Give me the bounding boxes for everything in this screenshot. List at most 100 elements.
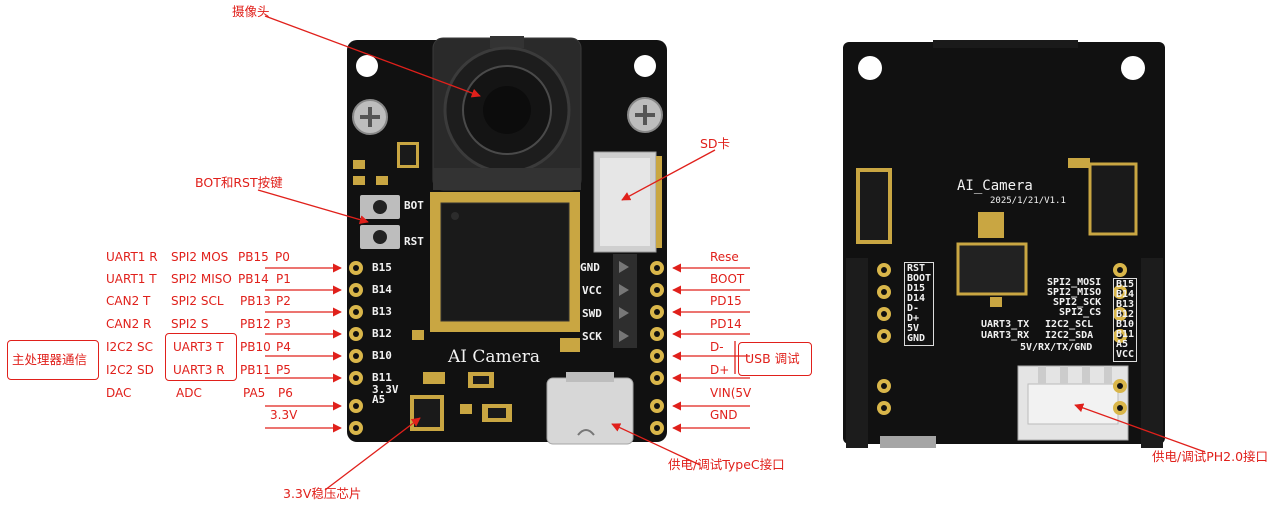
left-func1: DAC: [106, 386, 132, 400]
front-left-pin-hole: [353, 265, 359, 271]
silk-left: 3.3V: [372, 383, 399, 396]
left-pin: P5: [276, 363, 291, 377]
left-port: PB11: [240, 363, 271, 377]
front-right-pin-hole: [654, 403, 660, 409]
left-port: PA5: [243, 386, 266, 400]
ph20-connector: [1017, 365, 1129, 441]
front-left-pin-hole: [353, 403, 359, 409]
left-func2: SPI2 MISO: [171, 272, 232, 286]
front-left-pin-hole: [353, 353, 359, 359]
back-right-pin-hole: [1117, 267, 1123, 273]
back-right-silk: VCC: [1116, 349, 1135, 360]
back-left-silk-box: RST BOOT D15 D14 D- D+ 5V GND: [904, 262, 935, 346]
camera-callout: 摄像头: [232, 4, 270, 19]
left-pin: P1: [276, 272, 291, 286]
back-left-pin-hole: [881, 405, 887, 411]
rst-button: [360, 225, 400, 249]
left-func1: CAN2 T: [106, 294, 151, 308]
right-pin: BOOT: [710, 272, 745, 286]
left-func1: UART1 R: [106, 250, 158, 264]
right-pin: D-: [710, 340, 724, 354]
back-right-pin-hole: [1117, 289, 1123, 295]
back-right-pin-pads: [1113, 263, 1127, 415]
back-i2c-sda: I2C2_SDA: [1045, 330, 1094, 341]
back-right-silk: B11: [1116, 329, 1135, 340]
silk-left: B13: [372, 305, 392, 318]
silk-swd: GND: [580, 261, 600, 274]
ph20-callout: 供电/调试PH2.0接口: [1152, 449, 1269, 464]
right-pin: Rese: [710, 250, 739, 264]
back-right-silk-box: B15 B14 B13 B12 B10 B11 A5 VCC: [1113, 278, 1138, 362]
left-func1: I2C2 SD: [106, 363, 154, 377]
silk-bot: BOT: [404, 199, 424, 212]
left-port: PB15: [238, 250, 269, 264]
left-func1: CAN2 R: [106, 317, 152, 331]
back-left-silk: BOOT: [907, 273, 932, 284]
left-pin: 3.3V: [270, 408, 298, 422]
camera-module: [432, 36, 582, 191]
front-left-pin-hole: [353, 309, 359, 315]
left-port: PB12: [240, 317, 271, 331]
silk-left: B11: [372, 371, 392, 384]
back-left-silk: D+: [907, 313, 920, 324]
right-pin: D+: [710, 363, 730, 377]
left-port: PB10: [240, 340, 271, 354]
front-right-pin-hole: [654, 331, 660, 337]
back-right-silk: B10: [1116, 319, 1135, 330]
left-pin: P6: [278, 386, 293, 400]
silk-swd: SWD: [582, 307, 602, 320]
back-right-silk: B14: [1116, 289, 1135, 300]
back-left-silk: 5V: [907, 323, 920, 334]
front-right-pin-hole: [654, 425, 660, 431]
left-func2: SPI2 S: [171, 317, 209, 331]
front-right-pin-hole: [654, 309, 660, 315]
silk-rst: RST: [404, 235, 424, 248]
back-left-pin-hole: [881, 311, 887, 317]
silk-left: B12: [372, 327, 392, 340]
silk-left: B15: [372, 261, 392, 274]
left-pin: P4: [276, 340, 291, 354]
usb-c-port: [546, 372, 634, 445]
back-right-silk: A5: [1116, 339, 1129, 350]
screw-left: [352, 99, 388, 135]
back-right-pin-hole: [1117, 405, 1123, 411]
back-left-pin-hole: [881, 289, 887, 295]
back-uart-rx: UART3_RX: [981, 330, 1030, 341]
left-port: PB14: [238, 272, 269, 286]
back-board-name: AI_Camera: [957, 178, 1033, 194]
back-left-silk: D15: [907, 283, 926, 294]
regulator-callout: 3.3V稳压芯片: [283, 486, 362, 501]
main-processor-callout: 主处理器通信: [12, 352, 88, 367]
left-port: PB13: [240, 294, 271, 308]
front-left-pin-hole: [353, 331, 359, 337]
back-date: 2025/1/21/V1.1: [990, 196, 1066, 206]
back-right-silk: B13: [1116, 299, 1135, 310]
sd-slot: [593, 151, 662, 253]
right-pin: GND: [710, 408, 738, 422]
back-left-silk: GND: [907, 333, 926, 344]
right-pin: PD15: [710, 294, 742, 308]
typec-callout: 供电/调试TypeC接口: [668, 457, 785, 472]
silk-left: B10: [372, 349, 392, 362]
front-right-pin-hole: [654, 353, 660, 359]
back-mid-label: SPI2_MISO: [1047, 287, 1102, 298]
back-left-pin-pads: [877, 263, 891, 415]
usb-debug-box: [738, 342, 812, 376]
bot-button: [360, 195, 400, 219]
back-right-silk: B15: [1116, 279, 1135, 290]
front-left-pin-hole: [353, 287, 359, 293]
back-uart-tx: UART3_TX: [981, 319, 1030, 330]
right-pin: VIN(5V: [710, 386, 752, 400]
back-left-pin-hole: [881, 383, 887, 389]
screw-right: [627, 97, 663, 133]
silk-left: A5: [372, 393, 386, 406]
front-right-pin-hole: [654, 287, 660, 293]
back-mid-label: SPI2_SCK: [1053, 297, 1102, 308]
back-right-pin-hole: [1117, 333, 1123, 339]
left-func2: UART3 T: [173, 340, 224, 354]
back-i2c-scl: I2C2_SCL: [1045, 319, 1094, 330]
back-left-silk: D-: [907, 303, 920, 314]
main-mcu: [430, 192, 580, 332]
left-pin: P0: [275, 250, 290, 264]
